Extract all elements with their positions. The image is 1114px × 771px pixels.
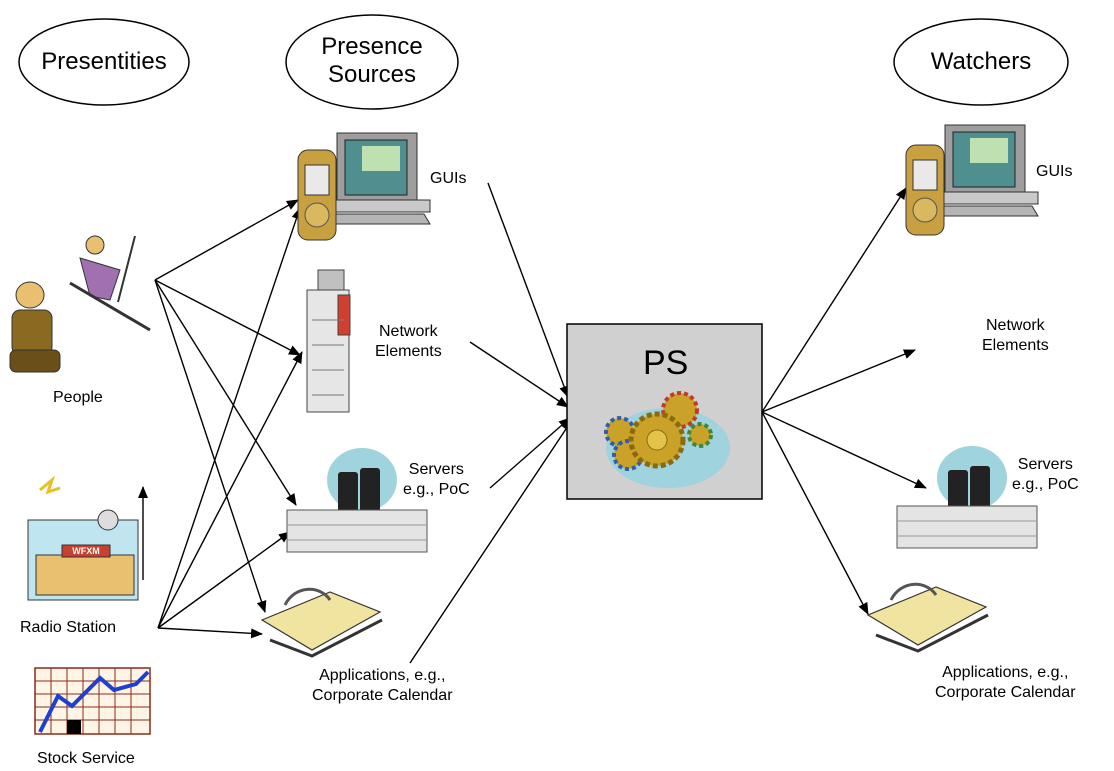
label-source-network-elements: Network Elements xyxy=(375,323,442,360)
watcher-gui-computer-icon xyxy=(932,124,1039,217)
arrow-radio-guis xyxy=(157,207,302,629)
header-presence-sources: Presence Sources xyxy=(321,33,423,88)
label-watcher-applications: Applications, e.g., Corporate Calendar xyxy=(935,664,1076,701)
source-calendar-icon xyxy=(260,587,383,658)
watchers-ellipse xyxy=(893,18,1069,106)
radio-sign-text: WFXM xyxy=(72,546,100,556)
label-source-guis: GUIs xyxy=(430,170,467,187)
label-stock-service: Stock Service xyxy=(37,750,135,767)
watcher-calendar-icon xyxy=(866,582,989,653)
stock-chart-icon xyxy=(34,667,151,735)
header-watchers: Watchers xyxy=(930,48,1032,75)
presence-sources-ellipse xyxy=(285,14,459,110)
arrow-people-network xyxy=(154,279,301,356)
label-watcher-servers: Servers e.g., PoC xyxy=(1012,456,1079,493)
source-gui-computer-icon xyxy=(324,132,431,225)
arrow-applications-ps xyxy=(409,419,573,664)
people-icon xyxy=(9,235,151,373)
presentities-ellipse xyxy=(18,18,190,106)
label-watcher-network-elements: Network Elements xyxy=(982,317,1049,354)
label-radio-station: Radio Station xyxy=(20,619,117,636)
arrow-guis-ps xyxy=(487,182,569,398)
source-network-element-icon xyxy=(306,269,351,413)
gears-icon xyxy=(604,391,730,488)
radio-station-icon: WFXM xyxy=(27,475,139,601)
watcher-server-icon xyxy=(896,446,1038,549)
label-source-servers: Servers e.g., PoC xyxy=(403,461,470,498)
label-people: People xyxy=(53,389,103,406)
arrow-ps-guis xyxy=(761,187,907,413)
presentity-arrows xyxy=(138,199,303,639)
source-gui-pda-icon xyxy=(297,149,337,241)
arrow-ps-applications xyxy=(761,411,869,615)
arrow-people-guis xyxy=(154,199,299,281)
source-server-icon xyxy=(286,448,428,553)
arrow-people-servers xyxy=(154,279,297,506)
arrow-ps-servers xyxy=(761,411,927,489)
arrow-network-ps xyxy=(469,341,569,408)
arrow-people-applications xyxy=(154,279,267,613)
arrow-radio-network xyxy=(157,351,303,629)
label-watcher-guis: GUIs xyxy=(1036,163,1073,180)
arrow-servers-ps xyxy=(489,417,571,489)
ps-title: PS xyxy=(643,344,689,382)
arrow-radio-applications xyxy=(157,627,263,639)
arrow-ps-network xyxy=(761,349,916,413)
label-source-applications: Applications, e.g., Corporate Calendar xyxy=(312,667,453,704)
header-presentities: Presentities xyxy=(41,48,167,75)
source-arrows xyxy=(409,182,573,664)
watcher-arrows xyxy=(761,187,927,615)
watcher-gui-pda-icon xyxy=(905,144,945,236)
arrow-radio-servers xyxy=(157,531,291,629)
